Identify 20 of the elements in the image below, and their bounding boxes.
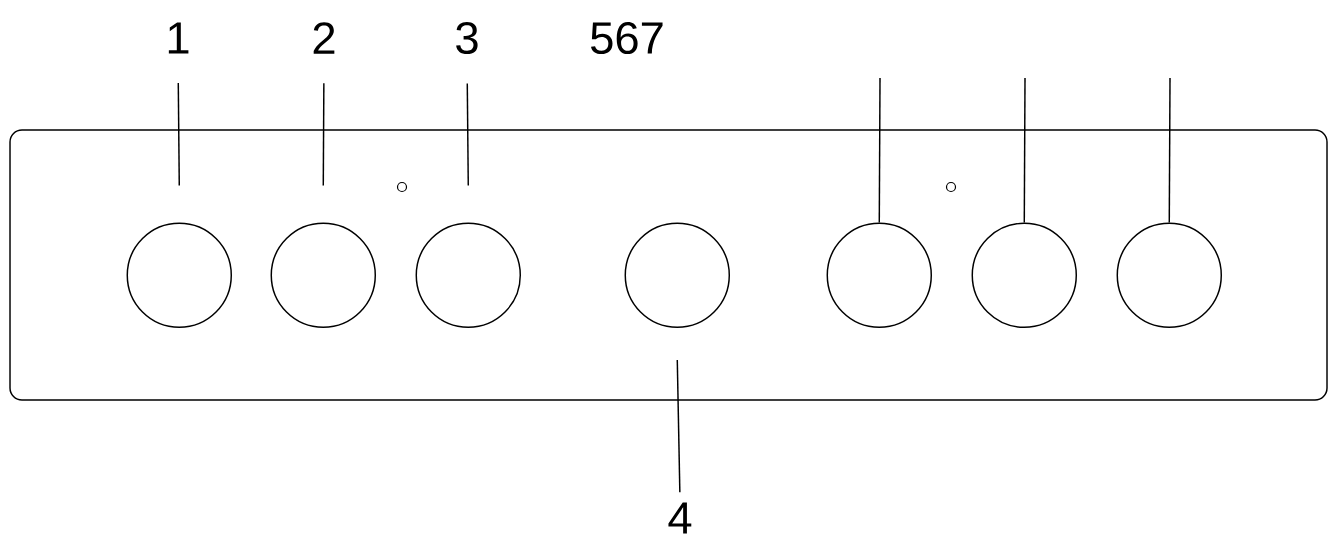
knob: [624, 222, 730, 328]
callout-number: 2: [313, 22, 335, 54]
knob: [826, 222, 932, 328]
leader-line: [676, 359, 681, 494]
knob: [270, 222, 376, 328]
leader-line: [1168, 77, 1171, 224]
control-panel: [9, 129, 1328, 401]
leader-line: [466, 82, 469, 187]
leader-line: [1023, 77, 1026, 224]
knob: [1116, 222, 1222, 328]
callout-number: 3: [456, 21, 478, 55]
leader-line: [878, 77, 881, 224]
knob: [971, 222, 1077, 328]
knob: [126, 222, 232, 328]
leader-line: [322, 82, 325, 187]
leader-line: [177, 82, 180, 187]
knob: [415, 222, 521, 328]
callout-number: 1: [168, 22, 189, 54]
callout-number: 567: [591, 21, 663, 55]
callout-number: 4: [668, 502, 692, 534]
